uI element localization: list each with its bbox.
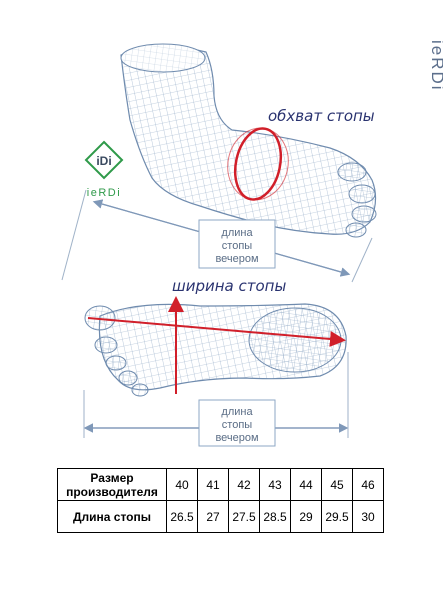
size-cell: 44 — [290, 468, 322, 501]
length-cell: 27 — [197, 500, 229, 533]
row-label-size: Размер производителя — [57, 468, 167, 501]
table-row: Длина стопы 26.5 27 27.5 28.5 29 29.5 30 — [57, 500, 384, 533]
size-cell: 42 — [228, 468, 260, 501]
badge-text: iDi — [96, 154, 111, 168]
row-label-length: Длина стопы — [57, 500, 167, 533]
size-cell: 46 — [352, 468, 384, 501]
size-table: Размер производителя 40 41 42 43 44 45 4… — [57, 468, 384, 533]
svg-text:стопы: стопы — [222, 240, 252, 252]
vertical-logo: ieRDi — [428, 40, 443, 92]
svg-text:длина: длина — [221, 227, 253, 239]
brand-logo-text: ieRDi — [87, 187, 121, 199]
size-cell: 41 — [197, 468, 229, 501]
length-cell: 30 — [352, 500, 384, 533]
length-box-top: длина стопы вечером — [198, 219, 276, 269]
foot-side-view — [120, 43, 377, 238]
length-cell: 29 — [290, 500, 322, 533]
foot-sole-view — [84, 303, 347, 397]
size-cell: 45 — [321, 468, 353, 501]
size-cell: 40 — [166, 468, 198, 501]
length-cell: 29.5 — [321, 500, 353, 533]
svg-text:длина: длина — [221, 406, 253, 418]
length-cell: 27.5 — [228, 500, 260, 533]
size-cell: 43 — [259, 468, 291, 501]
girth-label: обхват стопы — [268, 107, 375, 125]
svg-text:вечером: вечером — [215, 253, 258, 265]
length-cell: 28.5 — [259, 500, 291, 533]
brand-badge-icon: iDi — [84, 140, 124, 180]
length-box-bottom: длина стопы вечером — [198, 399, 276, 447]
svg-text:вечером: вечером — [215, 432, 258, 444]
table-row: Размер производителя 40 41 42 43 44 45 4… — [57, 468, 384, 501]
length-line-sole — [87, 317, 346, 347]
svg-text:стопы: стопы — [222, 419, 252, 431]
width-label: ширина стопы — [172, 277, 286, 295]
length-cell: 26.5 — [166, 500, 198, 533]
